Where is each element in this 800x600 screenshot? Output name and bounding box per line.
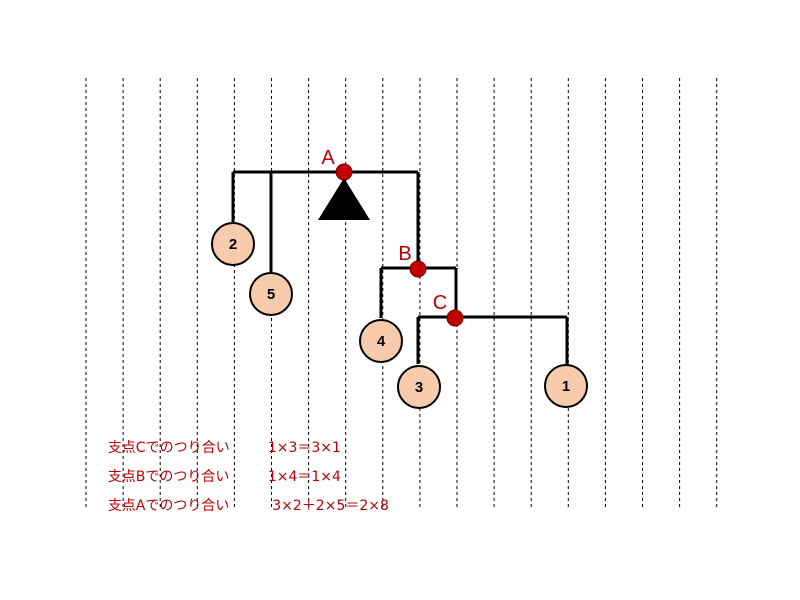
pivot-b-label: B: [398, 243, 411, 265]
equation-pivot-label: 支点Cでのつり合い: [107, 440, 230, 456]
weight-5-label: 5: [267, 286, 275, 303]
pivot-b-dot: [409, 260, 427, 278]
pivot-c-dot: [446, 309, 464, 327]
weight-1-circle: [544, 364, 588, 408]
pivot-c-label: C: [433, 292, 447, 314]
equation-pivot-a: 支点Aでのつり合い 3×2＋2×5＝2×8: [90, 463, 389, 514]
weight-4-circle: [359, 319, 403, 363]
weight-5-circle: [249, 272, 293, 316]
equation-pivot-label: 支点Bでのつり合い: [107, 469, 230, 485]
weight-1-label: 1: [562, 378, 570, 395]
equation-formula: 1×4＝1×4: [267, 469, 341, 485]
equation-pivot-c: 支点Cでのつり合い 1×3＝3×1: [90, 405, 389, 456]
equation-formula: 1×3＝3×1: [267, 440, 341, 456]
weight-2-label: 2: [229, 236, 237, 253]
pivots: A B C: [321, 147, 464, 327]
equation-pivot-b: 支点Bでのつり合い 1×4＝1×4: [90, 434, 389, 485]
equation-list: 支点Cでのつり合い 1×3＝3×1 支点Bでのつり合い 1×4＝1×4 支点Aでのつ…: [90, 405, 389, 514]
weight-3-label: 3: [415, 379, 423, 396]
equation-pivot-label: 支点Aでのつり合い: [107, 498, 230, 514]
fulcrum-triangle: [318, 178, 370, 220]
weight-4-label: 4: [377, 333, 386, 350]
pivot-a-label: A: [321, 147, 335, 169]
pivot-a-dot: [335, 163, 353, 181]
weight-2-circle: [211, 222, 255, 266]
weight-3-circle: [397, 365, 441, 409]
weights: 2 5 4 3 1: [211, 222, 588, 409]
equation-formula: 3×2＋2×5＝2×8: [267, 498, 389, 514]
